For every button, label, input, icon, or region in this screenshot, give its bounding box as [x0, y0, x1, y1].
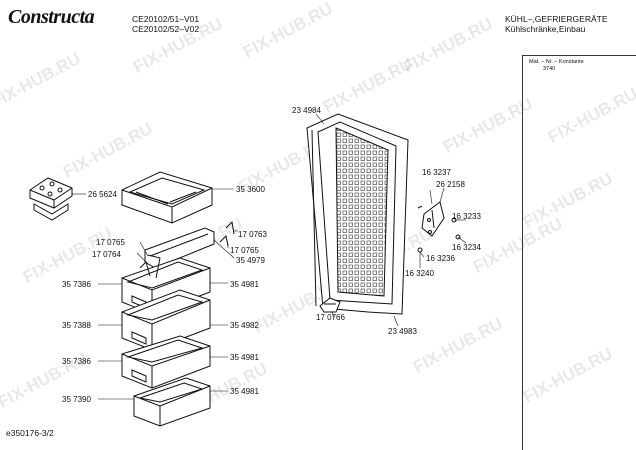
- door-panel-part: [306, 113, 409, 315]
- hinge-pin-part: [225, 220, 235, 235]
- appliance-category: KÜHL–,GEFRIERGERÄTE: [505, 14, 608, 24]
- part-number-label: 17 0764: [92, 250, 121, 259]
- part-number-label: 35 4979: [236, 256, 265, 265]
- material-number-value: 3740: [543, 66, 556, 72]
- drawer-part: [121, 289, 211, 351]
- screw-part: [455, 234, 461, 240]
- part-number-label: 16 3240: [405, 269, 434, 278]
- model-number: CE20102/51–V01: [132, 14, 200, 24]
- part-number-label: 35 4981: [230, 353, 259, 362]
- part-number-label: 16 3233: [452, 212, 481, 221]
- part-number-label: 35 3600: [236, 185, 265, 194]
- part-number-label: 16 3237: [422, 168, 451, 177]
- hinge-bracket-part: [417, 201, 445, 237]
- part-number-label: 35 4981: [230, 387, 259, 396]
- drawer-part: [133, 377, 211, 427]
- part-number-label: 17 0765: [230, 246, 259, 255]
- drawer-flap-part: [144, 227, 215, 269]
- part-number-label: 35 7388: [62, 321, 91, 330]
- appliance-subcategory: Kühlschränke,Einbau: [505, 24, 586, 34]
- material-number-box: Mat. – Nr. – Konstante 3740: [522, 55, 636, 450]
- part-number-label: 17 0765: [96, 238, 125, 247]
- part-number-label: 23 4984: [292, 106, 321, 115]
- screw-part: [428, 230, 432, 234]
- drawer-part: [121, 335, 211, 389]
- ice-tray-holder-part: [29, 177, 73, 221]
- part-number-label: 16 3236: [426, 254, 455, 263]
- door-latch-part: [319, 297, 341, 313]
- model-number: CE20102/52–V02: [132, 24, 200, 34]
- shelf-tray-part: [121, 171, 213, 224]
- part-number-label: 35 4982: [230, 321, 259, 330]
- part-number-label: 35 4981: [230, 280, 259, 289]
- washer-part: [417, 247, 423, 253]
- part-number-label: 17 0763: [238, 230, 267, 239]
- brand-logo: Constructa: [8, 6, 95, 28]
- part-number-label: 17 0766: [316, 313, 345, 322]
- part-number-label: 35 7386: [62, 280, 91, 289]
- material-number-label: Mat. – Nr. – Konstante: [529, 59, 584, 65]
- part-number-label: 23 4983: [388, 327, 417, 336]
- part-number-label: 26 5624: [88, 190, 117, 199]
- part-number-label: 16 3234: [452, 243, 481, 252]
- diagram-id: e350176-3/2: [6, 428, 54, 438]
- part-number-label: 26 2158: [436, 180, 465, 189]
- part-number-label: 35 7386: [62, 357, 91, 366]
- part-number-label: 35 7390: [62, 395, 91, 404]
- hinge-pin-part: [219, 234, 229, 247]
